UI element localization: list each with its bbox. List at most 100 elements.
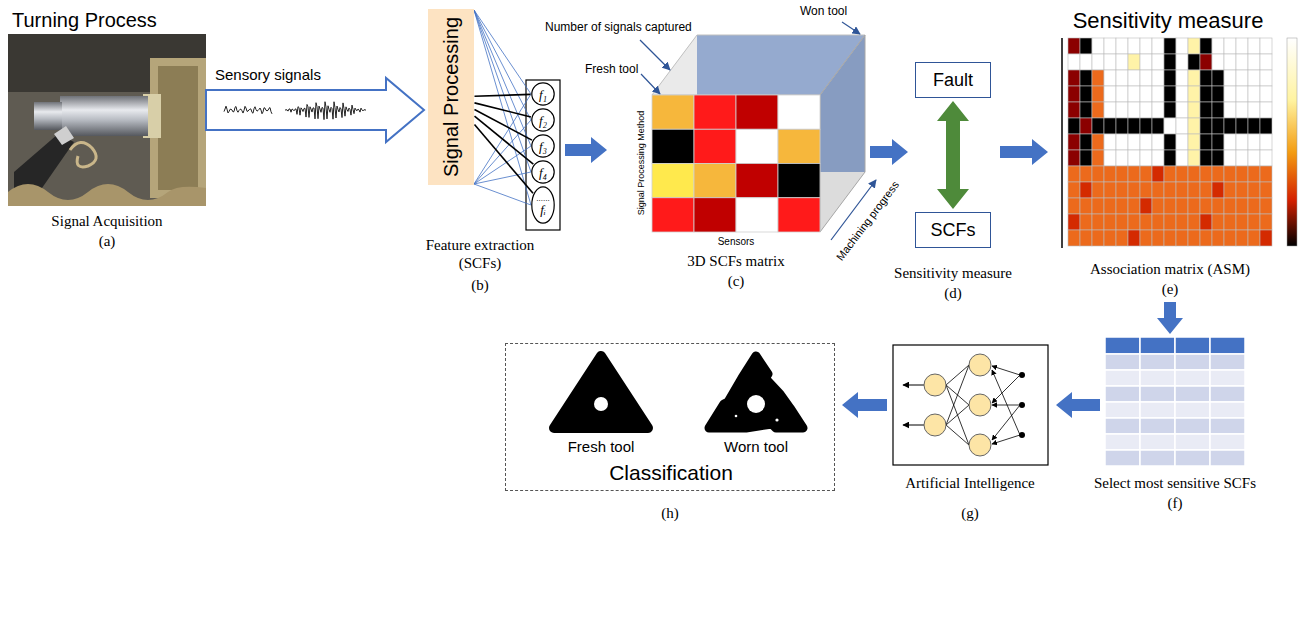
fault-box: Fault <box>915 62 991 98</box>
matrix-cell <box>778 164 820 198</box>
table-cell <box>1140 386 1175 402</box>
table-cell <box>1105 450 1140 466</box>
feature-column <box>474 184 531 205</box>
association-cell <box>1236 118 1248 134</box>
association-cell <box>1248 150 1260 166</box>
association-cell <box>1164 198 1176 214</box>
matrix-front-face <box>652 95 820 232</box>
association-cell <box>1224 198 1236 214</box>
matrix-cell <box>652 164 694 198</box>
association-cell <box>1104 150 1116 166</box>
table-cell <box>1210 386 1245 402</box>
stage-letter: (b) <box>471 276 489 294</box>
association-cell <box>1260 182 1272 198</box>
association-cell <box>1224 54 1236 70</box>
association-cell <box>1080 118 1092 134</box>
association-cell <box>1128 118 1140 134</box>
association-cell <box>1236 182 1248 198</box>
association-cell <box>1248 166 1260 182</box>
association-cell <box>1140 54 1152 70</box>
table-cell <box>1175 418 1210 434</box>
association-cell <box>1152 70 1164 86</box>
association-cell <box>1176 166 1188 182</box>
stage-letter: (c) <box>728 272 745 290</box>
feature-column <box>474 172 531 184</box>
association-cell <box>1200 230 1212 246</box>
association-matrix-frame <box>1062 38 1297 248</box>
association-cell <box>1140 118 1152 134</box>
association-cell <box>1164 118 1176 134</box>
association-cell <box>1248 134 1260 150</box>
association-cell <box>1224 134 1236 150</box>
neural-network-box <box>903 425 924 426</box>
neural-network-box <box>924 414 946 436</box>
neural-network-box <box>992 435 1020 444</box>
circle-outline <box>531 186 555 224</box>
neural-network-box <box>969 394 991 416</box>
association-cell <box>1236 198 1248 214</box>
node-text: Worn tool <box>724 438 788 456</box>
association-cell <box>1200 54 1212 70</box>
association-cell <box>1080 54 1092 70</box>
association-cell <box>1224 86 1236 102</box>
association-cell <box>1236 86 1248 102</box>
node-text: SCFs <box>931 220 976 241</box>
feature-circle: f₁ <box>531 82 555 106</box>
circle-outline <box>532 135 554 157</box>
association-cell <box>1128 102 1140 118</box>
neural-network-box <box>893 345 1048 465</box>
axis-label: Machining progress <box>834 179 902 264</box>
stage-caption: Artificial Intelligence <box>905 474 1035 492</box>
association-cell <box>1068 150 1080 166</box>
matrix-cell <box>652 198 694 232</box>
flow-arrow <box>842 392 887 418</box>
association-cell <box>1260 230 1272 246</box>
association-cell <box>1140 198 1152 214</box>
connector-line <box>475 125 534 194</box>
association-cell <box>1224 118 1236 134</box>
association-cell <box>1224 38 1236 54</box>
circle-outline <box>531 160 555 184</box>
node-text: fᵢ <box>540 203 546 216</box>
association-cell <box>1212 134 1224 150</box>
association-cell <box>1164 182 1176 198</box>
tool-insert-images <box>506 344 834 490</box>
association-cell <box>1104 214 1116 230</box>
association-cell <box>1176 118 1188 134</box>
association-cell <box>1164 230 1176 246</box>
association-cell <box>1104 38 1116 54</box>
association-cell <box>1236 230 1248 246</box>
association-cell <box>1104 70 1116 86</box>
lathe-photo <box>8 184 206 206</box>
association-cell <box>1092 166 1104 182</box>
association-cell <box>1080 166 1092 182</box>
association-cell <box>1080 182 1092 198</box>
association-cell <box>1236 38 1248 54</box>
node-text: Fresh tool <box>568 438 635 456</box>
association-cell <box>1092 198 1104 214</box>
neural-network-box <box>946 425 969 445</box>
association-matrix-frame <box>1061 38 1063 248</box>
association-cell <box>1260 166 1272 182</box>
association-cell <box>1236 214 1248 230</box>
feature-column <box>474 10 531 205</box>
matrix-cell <box>778 129 820 163</box>
association-cell <box>1212 166 1224 182</box>
association-cell <box>1176 182 1188 198</box>
table-cell <box>1175 402 1210 418</box>
association-cell <box>1236 166 1248 182</box>
association-cell <box>1104 182 1116 198</box>
feature-column <box>474 146 531 184</box>
association-cell <box>1116 118 1128 134</box>
association-cell <box>1188 182 1200 198</box>
neural-network-box <box>1019 402 1025 408</box>
leader-arrows <box>640 40 670 70</box>
association-cell <box>1248 38 1260 54</box>
association-cell <box>1212 118 1224 134</box>
association-cell <box>1128 230 1140 246</box>
association-cell <box>1152 230 1164 246</box>
association-cell <box>1092 118 1104 134</box>
association-cell <box>1116 150 1128 166</box>
association-cell <box>1152 182 1164 198</box>
association-cell <box>1188 214 1200 230</box>
